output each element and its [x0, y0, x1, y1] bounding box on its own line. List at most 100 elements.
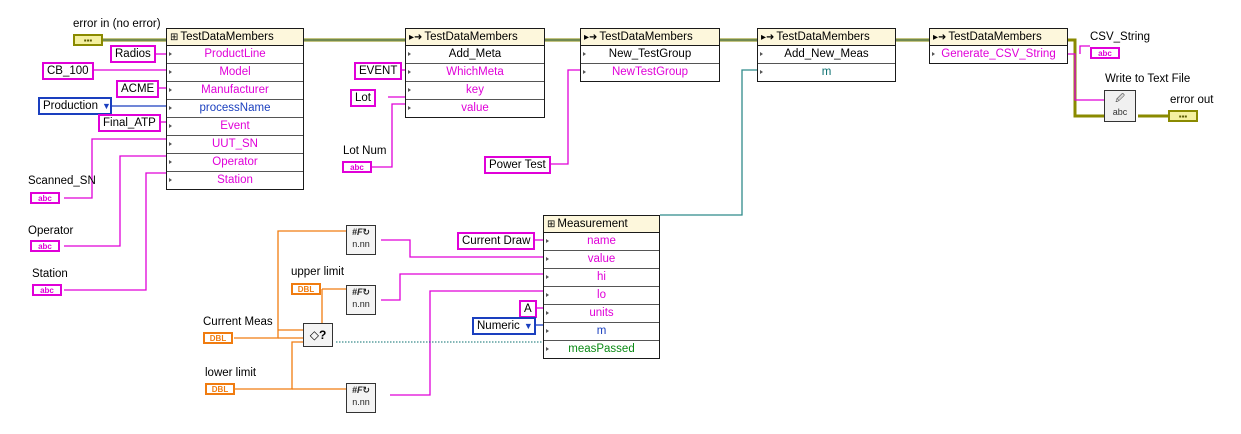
property-uut-sn[interactable]: UUT_SN — [167, 136, 303, 154]
tdm-node-2-title: TestDataMembers — [424, 31, 518, 43]
enum-wires — [112, 105, 543, 326]
invoke-icon: ▸➜ — [933, 32, 947, 43]
operator-label: Operator — [28, 225, 74, 237]
production-enum-label: Production — [43, 100, 98, 112]
tdm-node-1-header: ⊞TestDataMembers — [167, 29, 303, 46]
radios-constant[interactable]: Radios — [110, 45, 156, 63]
dropdown-arrow-icon: ▼ — [523, 321, 533, 331]
invoke-icon: ▸➜ — [409, 32, 423, 43]
upper-limit-label: upper limit — [291, 266, 345, 278]
method-add-new-meas[interactable]: Add_New_Meas — [758, 46, 895, 64]
in-range-icon: ◇? — [309, 328, 327, 342]
format-icon-sub: n.nn — [352, 397, 370, 407]
current-meas-label: Current Meas — [203, 316, 273, 328]
csv-string-label: CSV_String — [1090, 31, 1151, 43]
tdm-node-5-header: ▸➜TestDataMembers — [930, 29, 1067, 46]
lower-limit-terminal[interactable]: DBL — [205, 383, 235, 395]
error-in-terminal[interactable]: ▪▪▪ — [73, 34, 103, 46]
tdm-node-3[interactable]: ▸➜TestDataMembers New_TestGroup NewTestG… — [580, 28, 720, 82]
property-model[interactable]: Model — [167, 64, 303, 82]
method-add-meta[interactable]: Add_Meta — [406, 46, 544, 64]
numeric-enum-label: Numeric — [477, 320, 520, 332]
cb-100-constant[interactable]: CB_100 — [42, 62, 94, 80]
property-name[interactable]: name — [544, 233, 659, 251]
tdm-node-3-title: TestDataMembers — [599, 31, 693, 43]
in-range-and-coerce-function[interactable]: ◇? — [303, 323, 333, 347]
property-lo[interactable]: lo — [544, 287, 659, 305]
class-icon: ⊞ — [170, 32, 179, 43]
lower-limit-label: lower limit — [205, 367, 257, 379]
property-event[interactable]: Event — [167, 118, 303, 136]
error-in-label: error in (no error) — [73, 18, 161, 30]
upper-limit-terminal[interactable]: DBL — [291, 283, 321, 295]
lot-num-terminal[interactable]: abc — [342, 161, 372, 173]
property-units[interactable]: units — [544, 305, 659, 323]
tdm-node-1-title: TestDataMembers — [180, 31, 274, 43]
production-enum[interactable]: Production▼ — [38, 97, 112, 115]
property-m[interactable]: m — [544, 323, 659, 341]
param-m[interactable]: m — [758, 64, 895, 81]
param-value[interactable]: value — [406, 100, 544, 117]
tdm-node-5-title: TestDataMembers — [948, 31, 1042, 43]
csv-string-indicator[interactable]: abc — [1090, 47, 1120, 59]
tdm-node-4-header: ▸➜TestDataMembers — [758, 29, 895, 46]
property-hi[interactable]: hi — [544, 269, 659, 287]
measurement-node-title: Measurement — [557, 218, 628, 230]
property-manufacturer[interactable]: Manufacturer — [167, 82, 303, 100]
number-to-string-function-1[interactable]: #F↻n.nn — [346, 225, 376, 255]
power-test-constant[interactable]: Power Test — [484, 156, 551, 174]
measurement-node-header: ⊞Measurement — [544, 216, 659, 233]
error-out-label: error out — [1170, 94, 1214, 106]
station-terminal[interactable]: abc — [32, 284, 62, 296]
property-operator[interactable]: Operator — [167, 154, 303, 172]
method-new-testgroup[interactable]: New_TestGroup — [581, 46, 719, 64]
operator-terminal[interactable]: abc — [30, 240, 60, 252]
param-whichmeta[interactable]: WhichMeta — [406, 64, 544, 82]
tdm-node-1[interactable]: ⊞TestDataMembers ProductLine Model Manuf… — [166, 28, 304, 190]
param-key[interactable]: key — [406, 82, 544, 100]
acme-constant[interactable]: ACME — [116, 80, 160, 98]
number-to-string-function-3[interactable]: #F↻ n.nn — [346, 383, 376, 413]
final-atp-constant[interactable]: Final_ATP — [98, 114, 161, 132]
event-constant[interactable]: EVENT — [354, 62, 403, 80]
format-icon: #F↻ — [351, 385, 371, 395]
current-draw-constant[interactable]: Current Draw — [457, 232, 536, 250]
class-icon: ⊞ — [547, 219, 556, 230]
tdm-node-4[interactable]: ▸➜TestDataMembers Add_New_Meas m — [757, 28, 896, 82]
scanned-sn-label: Scanned_SN — [28, 175, 96, 187]
units-a-constant[interactable]: A — [519, 300, 537, 318]
property-processname[interactable]: processName — [167, 100, 303, 118]
method-generate-csv-string[interactable]: Generate_CSV_String — [930, 46, 1067, 63]
scanned-sn-terminal[interactable]: abc — [30, 192, 60, 204]
format-icon: #F↻ — [351, 287, 371, 297]
write-to-text-file-label: Write to Text File — [1105, 73, 1191, 85]
format-icon-sub: n.nn — [352, 239, 370, 249]
dropdown-arrow-icon: ▼ — [101, 101, 111, 111]
property-productline[interactable]: ProductLine — [167, 46, 303, 64]
tdm-node-4-title: TestDataMembers — [776, 31, 870, 43]
class-wire — [660, 69, 757, 216]
format-icon-sub: n.nn — [352, 299, 370, 309]
numeric-enum[interactable]: Numeric▼ — [472, 317, 536, 335]
station-label: Station — [32, 268, 68, 280]
measurement-node[interactable]: ⊞Measurement name value hi lo units m me… — [543, 215, 660, 359]
file-icon: 🖉 — [1115, 93, 1125, 103]
lot-num-label: Lot Num — [343, 145, 387, 157]
property-measpassed[interactable]: measPassed — [544, 341, 659, 358]
current-meas-terminal[interactable]: DBL — [203, 332, 233, 344]
tdm-node-3-header: ▸➜TestDataMembers — [581, 29, 719, 46]
number-to-string-function-2[interactable]: #F↻ n.nn — [346, 285, 376, 315]
param-newtestgroup[interactable]: NewTestGroup — [581, 64, 719, 81]
double-wires — [234, 230, 346, 390]
error-out-indicator[interactable]: ▪▪▪ — [1168, 110, 1198, 122]
property-station[interactable]: Station — [167, 172, 303, 189]
lot-constant[interactable]: Lot — [350, 89, 376, 107]
write-to-text-file-function[interactable]: 🖉 abc — [1104, 90, 1136, 122]
tdm-node-5[interactable]: ▸➜TestDataMembers Generate_CSV_String — [929, 28, 1068, 64]
tdm-node-2-header: ▸➜TestDataMembers — [406, 29, 544, 46]
string-wires — [64, 45, 1104, 396]
tdm-node-2[interactable]: ▸➜TestDataMembers Add_Meta WhichMeta key… — [405, 28, 545, 118]
property-value[interactable]: value — [544, 251, 659, 269]
